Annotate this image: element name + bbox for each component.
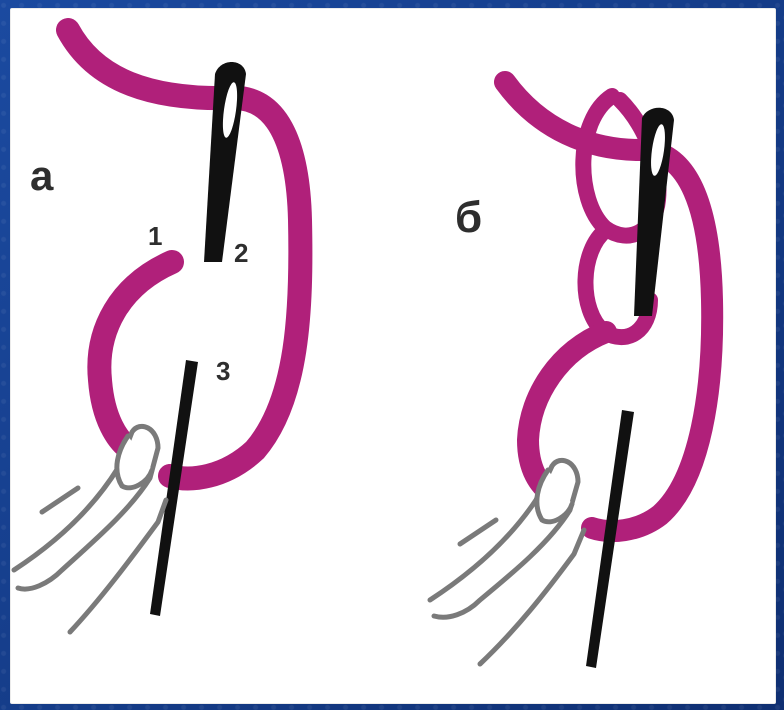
figure-a-thread-loop xyxy=(99,262,172,448)
figure-a-point-3: 3 xyxy=(216,356,230,386)
figure-a: a 1 2 3 xyxy=(14,30,300,632)
figure-b-caption: б xyxy=(455,193,482,242)
figure-a-point-1: 1 xyxy=(148,221,162,251)
figure-a-point-2: 2 xyxy=(234,238,248,268)
figure-a-caption: a xyxy=(30,152,54,199)
figure-b-hand xyxy=(430,460,584,664)
figure-b: б xyxy=(430,82,712,668)
figure-a-hand xyxy=(14,426,166,632)
